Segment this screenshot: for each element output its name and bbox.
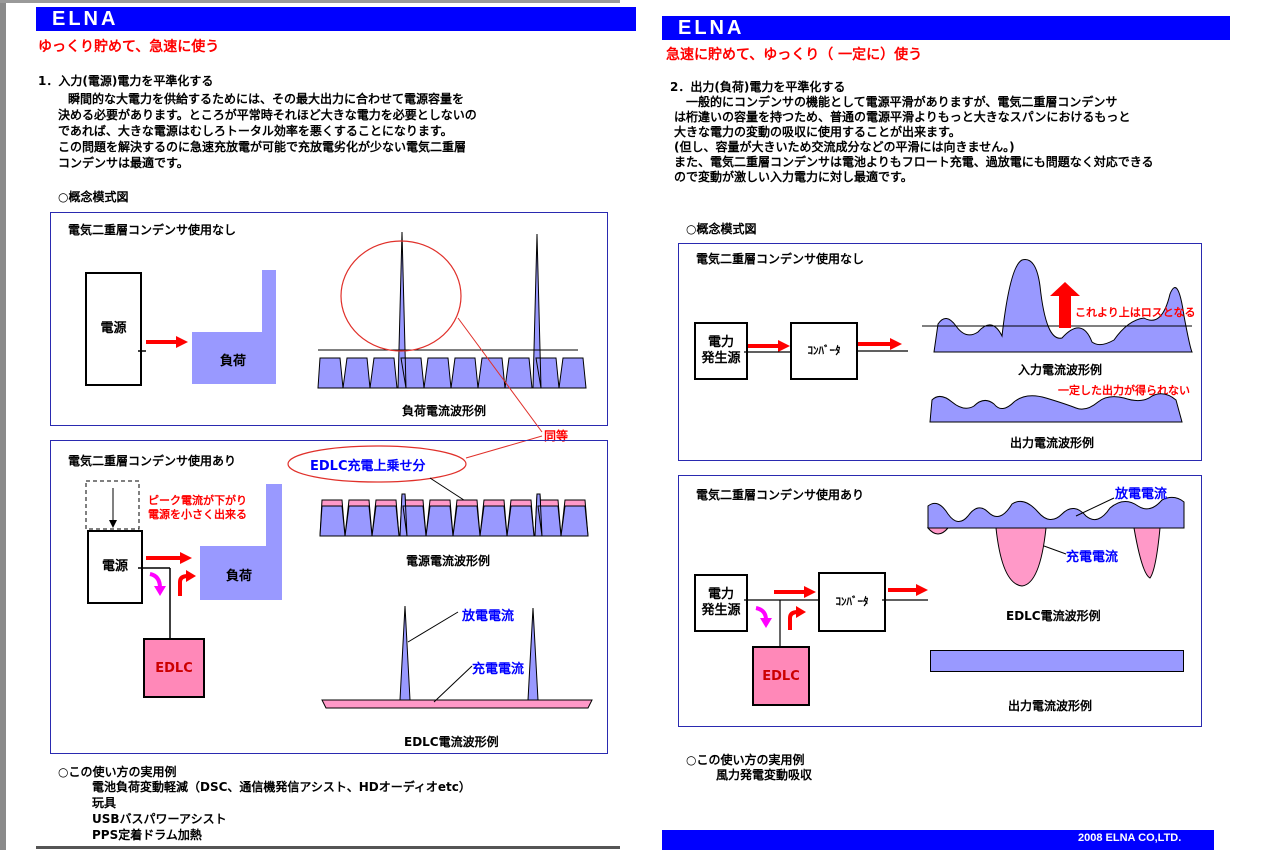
left-box1-load-shape: [192, 270, 276, 384]
right-body-line-6: ので変動が激しい入力電力に対し最適です。: [674, 170, 913, 184]
right-box1-title: 電気二重層コンデンサ使用なし: [696, 252, 865, 266]
left-source-wave-label: 電源電流波形例: [406, 554, 491, 568]
left-example-1: 電池負荷変動軽減（DSC、通信機発信アシスト、HDオーディオetc）: [92, 780, 471, 794]
right-brand-band: ELNA: [662, 16, 1230, 40]
left-box-without-edlc: [50, 212, 608, 426]
right-box-without-edlc: [678, 243, 1202, 461]
left-source-current-waveform: [319, 493, 589, 537]
left-edlc-charge-label: EDLC充電上乗せ分: [310, 459, 426, 474]
left-body-line-4: この問題を解決するのに急速充放電が可能で充放電劣化が少ない電気二重層: [58, 140, 467, 154]
right-output-wave-label: 出力電流波形例: [1010, 436, 1095, 450]
left-subtitle: ゆっくり貯めて、急速に使う: [38, 39, 220, 55]
right-box1-generator-line2: 発生源: [701, 351, 741, 366]
top-edge: [0, 0, 620, 3]
right-box2-generator: 電力 発生源: [694, 574, 748, 632]
right-body-line-1: 一般的にコンデンサの機能として電源平滑がありますが、電気二重層コンデンサ: [686, 95, 1118, 109]
right-box1-generator-line1: 電力: [707, 335, 734, 350]
left-body-line-1: 瞬間的な大電力を供給するためには、その最大出力に合わせて電源容量を: [68, 92, 465, 106]
left-body-line-5: コンデンサは最適です。: [58, 156, 189, 170]
left-load-current-waveform: [317, 231, 587, 389]
right-footer-band: [662, 830, 1214, 850]
left-box2-load-label: 負荷: [226, 569, 253, 584]
right-example-1: 風力発電変動吸収: [716, 768, 813, 782]
right-discharge-label: 放電電流: [1115, 487, 1168, 502]
left-peak-note-2: 電源を小さく出来る: [148, 508, 247, 521]
left-edlc-wave-label: EDLC電流波形例: [404, 735, 499, 749]
right-box-with-edlc: [678, 475, 1202, 727]
left-bottom-rule: [36, 846, 620, 849]
left-page-border: [0, 0, 6, 850]
left-section-title: 1．入力(電源)電力を平準化する: [38, 74, 214, 88]
left-peak-note-1: ピーク電流が下がり: [148, 494, 247, 507]
left-body-line-2: 決める必要があります。ところが平常時それほど大きな電力を必要としないの: [58, 108, 477, 122]
right-body-line-5: また、電気二重層コンデンサは電池よりもフロート充電、過放電にも問題なく対応できる: [674, 155, 1154, 169]
left-edlc-current-waveform: [321, 605, 593, 709]
right-edlc-current-waveform: [926, 496, 1185, 587]
right-input-wave-label: 入力電流波形例: [1018, 363, 1103, 377]
left-example-3: USBバスパワーアシスト: [92, 812, 227, 826]
right-loss-note: これより上はロスとなる: [1075, 306, 1196, 319]
left-box2-title: 電気二重層コンデンサ使用あり: [68, 454, 237, 468]
left-box2-load-shape: [200, 484, 282, 600]
left-box1-source: 電源: [85, 272, 142, 386]
left-equal-label: 同等: [544, 429, 569, 443]
left-discharge-label: 放電電流: [462, 609, 515, 624]
left-original-source-dashed: [85, 480, 140, 530]
right-input-current-waveform: [922, 259, 1193, 353]
left-example-2: 玩具: [92, 796, 117, 810]
right-edlc-wave-label: EDLC電流波形例: [1006, 609, 1101, 623]
right-body-line-4: (但し、容量が大きいため交流成分などの平滑には向きません。): [674, 140, 1015, 154]
right-body-line-3: 大きな電力の変動の吸収に使用することが出来ます。: [674, 125, 961, 139]
left-brand-band: ELNA: [36, 7, 636, 31]
right-box2-generator-line2: 発生源: [701, 603, 741, 618]
right-charge-label: 充電電流: [1066, 550, 1119, 565]
right-box2-title: 電気二重層コンデンサ使用あり: [696, 488, 865, 502]
right-concept-heading: ○概念模式図: [686, 222, 757, 236]
right-box2-converter: ｺﾝﾊﾞｰﾀ: [818, 572, 886, 632]
left-box1-arrow: [138, 336, 188, 352]
left-box-with-edlc: [50, 440, 608, 754]
right-box1-converter: ｺﾝﾊﾞｰﾀ: [790, 322, 858, 380]
right-output-current-waveform: [929, 393, 1183, 423]
right-body-line-2: は桁違いの容量を持つため、普通の電源平滑よりもっと大きなスパンにおけるもっと: [674, 110, 1131, 124]
right-loss-arrow: [1050, 282, 1080, 328]
right-box2-generator-line1: 電力: [707, 587, 734, 602]
right-examples-title: ○この使い方の実用例: [686, 753, 805, 767]
left-box1-title: 電気二重層コンデンサ使用なし: [68, 223, 237, 237]
right-subtitle: 急速に貯めて、ゆっくり（ 一定に）使う: [666, 47, 923, 63]
left-load-wave-label: 負荷電流波形例: [402, 404, 487, 418]
right-box1-arrows: [744, 338, 908, 353]
right-box2-arrows: [744, 584, 928, 646]
right-section-title: 2．出力(負荷)電力を平準化する: [670, 80, 846, 94]
left-example-4: PPS定着ドラム加熱: [92, 828, 202, 842]
left-concept-heading: ○概念模式図: [58, 190, 129, 204]
left-box1-load-label: 負荷: [220, 354, 247, 369]
left-edlc-block: EDLC: [143, 638, 205, 698]
left-charge-label: 充電電流: [472, 662, 525, 677]
right-footer-text: 2008 ELNA CO,LTD.: [1078, 832, 1182, 844]
right-output-wave-label-2: 出力電流波形例: [1008, 699, 1093, 713]
left-box2-source: 電源: [87, 530, 143, 604]
left-equal-connectors: [457, 317, 543, 459]
left-box2-arrows: [138, 552, 196, 640]
right-flat-output-bar: [930, 650, 1184, 672]
left-edlc-charge-ellipse: [287, 445, 467, 483]
left-zoom-circle: [340, 240, 462, 352]
right-edlc-block: EDLC: [752, 646, 810, 706]
left-body-line-3: であれば、大きな電源はむしろトータル効率を悪くすることになります。: [58, 124, 453, 138]
left-examples-title: ○この使い方の実用例: [58, 765, 177, 779]
right-box1-generator: 電力 発生源: [694, 322, 748, 380]
